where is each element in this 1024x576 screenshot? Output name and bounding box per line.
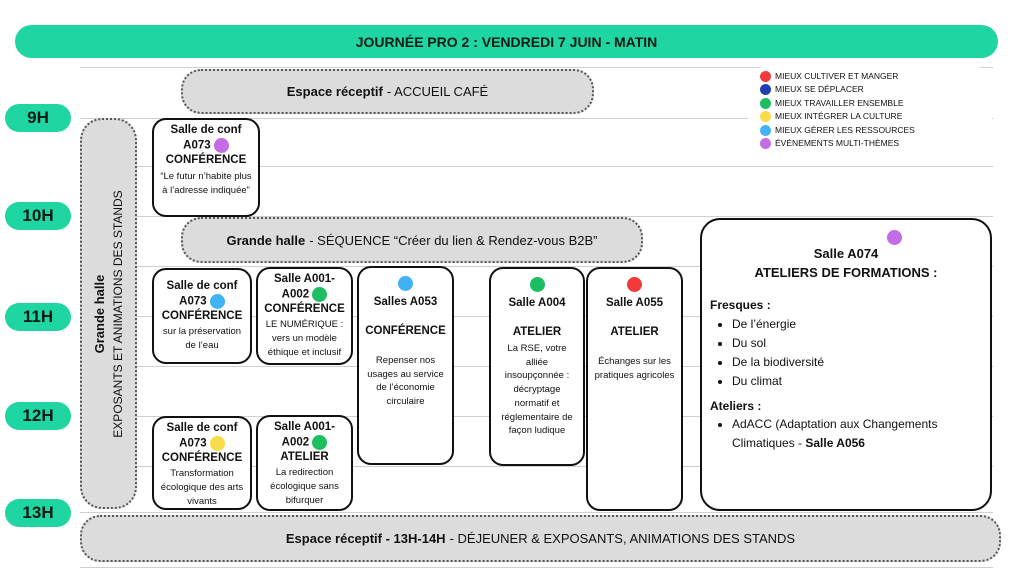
- session-card-a001-numerique[interactable]: Salle A001- A002 CONFÉRENCE LE NUMÉRIQUE…: [256, 267, 353, 365]
- legend-item: MIEUX SE DÉPLACER: [760, 83, 992, 96]
- list-item: AdACC (Adaptation aux Changements Climat…: [732, 415, 982, 453]
- list-item: Du climat: [732, 372, 982, 391]
- ateliers-list: AdACC (Adaptation aux Changements Climat…: [710, 415, 982, 453]
- green-dot-icon: [760, 97, 771, 109]
- cyan-dot-icon: [760, 124, 771, 136]
- blue-dot-icon: [760, 84, 771, 96]
- legend-item: MIEUX INTÉGRER LA CULTURE: [760, 110, 992, 123]
- list-item: De l’énergie: [732, 315, 982, 334]
- grande-halle-vertical-block: Grande halle EXPOSANTS ET ANIMATIONS DES…: [80, 118, 137, 509]
- list-item: Du sol: [732, 334, 982, 353]
- session-card-a001-redirection[interactable]: Salle A001- A002 ATELIER La redirection …: [256, 415, 353, 511]
- sequence-block: Grande halle- SÉQUENCE “Créer du lien & …: [181, 217, 643, 263]
- legend-item: MIEUX TRAVAILLER ENSEMBLE: [760, 97, 992, 110]
- vertical-subtitle: EXPOSANTS ET ANIMATIONS DES STANDS: [110, 189, 125, 438]
- legend: MIEUX CULTIVER ET MANGER MIEUX SE DÉPLAC…: [748, 67, 992, 154]
- legend-item: ÉVÉNEMENTS MULTI-THÈMES: [760, 137, 992, 150]
- time-label-12h: 12H: [5, 402, 71, 430]
- grid-line: [80, 118, 993, 119]
- session-card-a073-arts[interactable]: Salle de conf A073 CONFÉRENCE Transforma…: [152, 416, 252, 510]
- grid-line: [80, 567, 993, 568]
- grid-line: [80, 512, 993, 513]
- yellow-dot-icon: [760, 111, 771, 123]
- red-dot-icon: [760, 71, 771, 82]
- a074-title: ATELIERS DE FORMATIONS :: [754, 264, 938, 280]
- time-label-9h: 9H: [5, 104, 71, 132]
- green-dot-icon: [312, 434, 328, 450]
- fresques-heading: Fresques :: [710, 297, 771, 312]
- session-card-a073-futur[interactable]: Salle de conf A073 CONFÉRENCE “Le futur …: [152, 118, 260, 217]
- grid-line: [80, 67, 993, 68]
- session-card-a074[interactable]: Salle A074 ATELIERS DE FORMATIONS : Fres…: [700, 218, 992, 511]
- a074-room: Salle A074: [813, 246, 879, 262]
- time-label-11h: 11H: [5, 303, 71, 331]
- grid-line: [80, 266, 993, 267]
- session-card-a004[interactable]: Salle A004 ATELIER La RSE, votre alliée …: [489, 267, 585, 466]
- purple-dot-icon: [887, 230, 902, 246]
- red-dot-icon: [627, 277, 642, 292]
- grid-line: [80, 216, 993, 217]
- grid-line: [80, 466, 993, 467]
- grid-line: [80, 166, 993, 167]
- legend-item: MIEUX CULTIVER ET MANGER: [760, 70, 992, 83]
- vertical-title: Grande halle: [91, 274, 107, 353]
- cyan-dot-icon: [209, 293, 225, 309]
- cyan-dot-icon: [398, 276, 413, 291]
- yellow-dot-icon: [209, 435, 225, 451]
- session-card-a053[interactable]: Salles A053 CONFÉRENCE Repenser nos usag…: [357, 266, 454, 465]
- list-item: De la biodiversité: [732, 353, 982, 372]
- time-label-13h: 13H: [5, 499, 71, 527]
- ateliers-heading: Ateliers :: [710, 398, 762, 413]
- session-card-a073-eau[interactable]: Salle de conf A073 CONFÉRENCE sur la pré…: [152, 268, 252, 364]
- purple-dot-icon: [213, 137, 229, 153]
- green-dot-icon: [529, 277, 545, 292]
- accueil-cafe-block: Espace réceptif- ACCUEIL CAFÉ: [181, 69, 594, 114]
- fresques-list: De l’énergie Du sol De la biodiversité D…: [710, 315, 982, 391]
- page-title: JOURNÉE PRO 2 : VENDREDI 7 JUIN - MATIN: [15, 25, 998, 58]
- time-label-10h: 10H: [5, 202, 71, 230]
- legend-item: MIEUX GÉRER LES RESSOURCES: [760, 124, 992, 137]
- green-dot-icon: [312, 286, 328, 302]
- session-card-a055[interactable]: Salle A055 ATELIER Échanges sur les prat…: [586, 267, 683, 511]
- purple-dot-icon: [760, 138, 771, 150]
- dejeuner-block: Espace réceptif - 13H-14H- DÉJEUNER & EX…: [80, 515, 1001, 562]
